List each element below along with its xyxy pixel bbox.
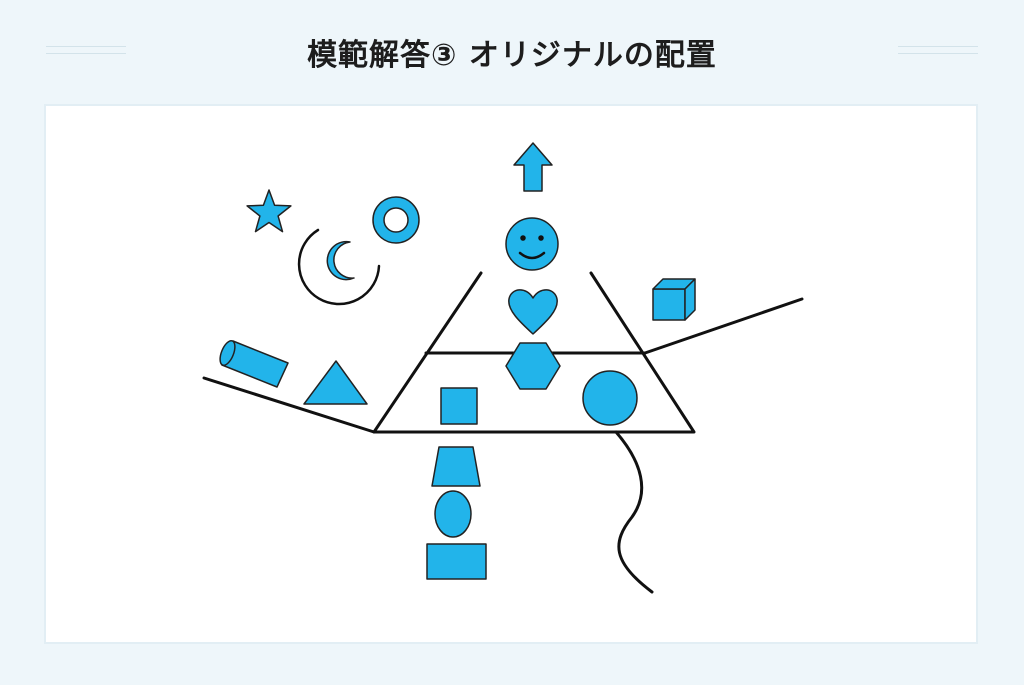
circle-shape bbox=[582, 370, 638, 426]
smiley-left-eye bbox=[520, 235, 526, 241]
ground-line-right bbox=[643, 297, 804, 355]
heart-shape bbox=[508, 289, 558, 335]
up-arrow-shape bbox=[513, 142, 553, 192]
cylinder-shape bbox=[219, 339, 289, 388]
ellipse-shape bbox=[434, 490, 472, 538]
header: 模範解答③ オリジナルの配置 bbox=[0, 0, 1024, 100]
cube-shape bbox=[652, 278, 696, 321]
triangle-shape bbox=[303, 360, 368, 405]
smiley-mouth bbox=[518, 251, 546, 260]
ground-line-left bbox=[202, 376, 376, 434]
rectangle-shape bbox=[426, 543, 487, 580]
square-shape bbox=[440, 387, 478, 425]
page-title: 模範解答③ オリジナルの配置 bbox=[307, 38, 717, 73]
ring-shape bbox=[372, 196, 420, 244]
header-decoration-right bbox=[898, 46, 978, 56]
hexagon-shape bbox=[505, 342, 561, 390]
river-curve bbox=[614, 430, 654, 594]
trapezoid-shape bbox=[431, 446, 481, 487]
diagram-panel bbox=[44, 104, 978, 644]
header-decoration-left bbox=[46, 46, 126, 56]
diagram-canvas bbox=[202, 142, 804, 594]
smiley-right-eye bbox=[538, 235, 544, 241]
star-shape bbox=[246, 189, 292, 233]
crescent-moon-shape bbox=[326, 240, 355, 281]
moon-outer-arc bbox=[297, 228, 381, 306]
smiley-face-shape bbox=[505, 217, 559, 271]
